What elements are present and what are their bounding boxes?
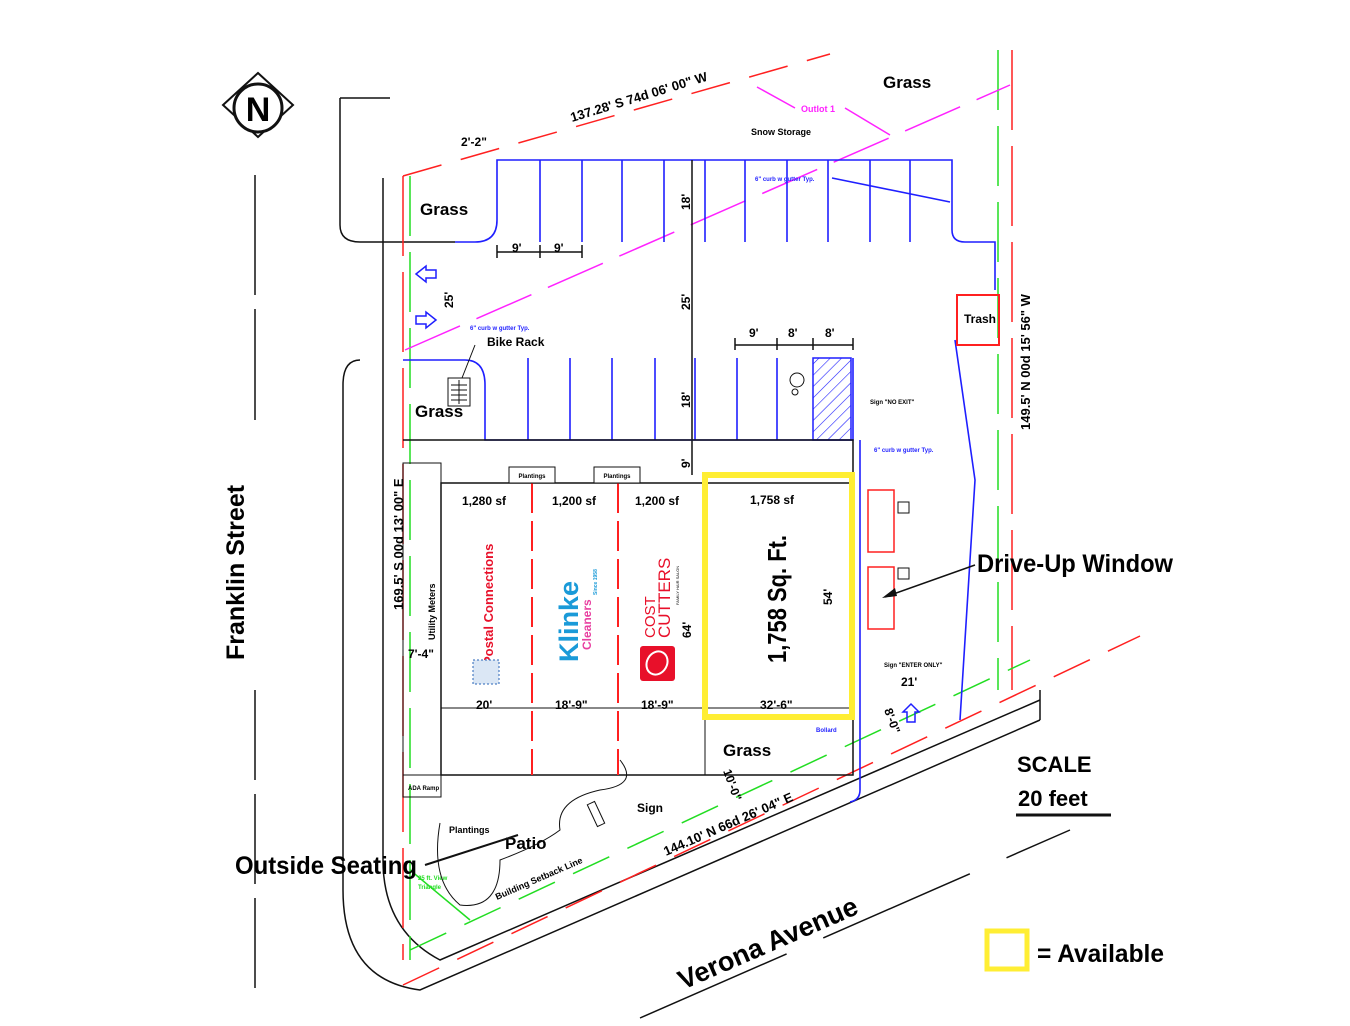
plantings-label-2: Plantings <box>518 474 546 480</box>
dim: 8' <box>825 326 835 340</box>
plantings-label: Plantings <box>449 825 490 835</box>
curb-label-right: 6" curb w gutter Typ. <box>874 448 934 454</box>
unit-2[interactable]: 1,200 sf Klinke Cleaners Since 1958 <box>552 494 599 662</box>
north-label: N <box>246 91 271 129</box>
scale-value: 20 feet <box>1018 786 1088 811</box>
drive-up-window <box>867 489 976 630</box>
tenant-tagline: FAMILY HAIR SALON <box>675 566 680 605</box>
dim: 25' <box>442 292 456 308</box>
street-verona: Verona Avenue <box>673 891 862 996</box>
dimensions: 2'-2" 9' 9' 18' 25' 25' 18' 9' 9' 8' 8' … <box>408 135 917 803</box>
curb-label-left: 6" curb w gutter Typ. <box>470 326 530 332</box>
view-triangle-label-2: Triangle <box>418 885 442 891</box>
grass-nw-label: Grass <box>420 200 468 219</box>
bearing-south: 144.10' N 66d 26' 04" E <box>661 789 795 859</box>
accessible-parking-icon <box>789 372 805 396</box>
parking-north <box>455 159 996 475</box>
grass-s-label: Grass <box>723 741 771 760</box>
dim: 8' <box>788 326 798 340</box>
drive-up-callout: Drive-Up Window <box>977 550 1174 578</box>
street-franklin: Franklin Street <box>222 484 250 660</box>
dim: 21' <box>901 675 917 689</box>
tenant-logo-cutters: CUTTERS <box>655 558 674 638</box>
dim: 54' <box>821 589 835 605</box>
dim: 9' <box>512 241 522 255</box>
dim: 18' <box>679 194 693 210</box>
unit-area: 1,280 sf <box>462 494 507 508</box>
outlot-label: Outlot 1 <box>801 104 835 114</box>
dim: 9' <box>554 241 564 255</box>
plantings-label-3: Plantings <box>603 474 631 480</box>
grass-ne-label: Grass <box>883 73 931 92</box>
dim: 7'-4" <box>408 647 434 661</box>
dim: 10'-0" <box>720 767 744 802</box>
snow-storage-label: Snow Storage <box>751 127 811 137</box>
unit-area: 1,200 sf <box>635 494 680 508</box>
patio-label: Patio <box>505 834 547 853</box>
unit-3[interactable]: 1,200 sf COST CUTTERS FAMILY HAIR SALON <box>635 494 680 681</box>
unit-1[interactable]: 1,280 sf Postal Connections <box>462 494 507 685</box>
dim: 18'-9" <box>555 698 588 712</box>
building <box>402 462 854 906</box>
bearing-east: 149.5' N 00d 15' 56" W <box>1018 293 1033 430</box>
dim: 20' <box>476 698 492 712</box>
street-lines <box>254 97 1071 1019</box>
dim: 18'-9" <box>641 698 674 712</box>
unit-big-label: 1,758 Sq. Ft. <box>762 535 792 663</box>
setback-label: Building Setback Line <box>494 855 584 902</box>
bike-rack-label: Bike Rack <box>487 335 545 349</box>
dim: 25' <box>679 294 693 310</box>
utility-meters-label: Utility Meters <box>427 583 437 640</box>
sign-enter-only-label: Sign "ENTER ONLY" <box>884 663 943 669</box>
tenant-logo-cost: COST <box>642 596 659 638</box>
dim: 18' <box>679 392 693 408</box>
dim: 9' <box>749 326 759 340</box>
view-triangle-label-1: 25 ft. View <box>418 876 448 882</box>
unit-area: 1,758 sf <box>750 493 795 507</box>
direction-arrow-icons[interactable] <box>414 264 921 723</box>
unit-area: 1,200 sf <box>552 494 597 508</box>
tenant-since: Since 1958 <box>593 569 599 595</box>
trash-enclosure <box>956 294 1000 346</box>
sign-label: Sign <box>637 801 663 815</box>
legend-available-swatch <box>984 928 1030 972</box>
legend-available-label: = Available <box>1037 940 1164 968</box>
outside-seating-callout: Outside Seating <box>235 852 417 880</box>
unit-4-available[interactable]: 1,758 sf 1,758 Sq. Ft. <box>702 472 855 720</box>
dim: 64' <box>680 622 694 638</box>
sign-no-exit-label: Sign "NO EXIT" <box>870 400 915 406</box>
dim: 2'-2" <box>461 135 487 149</box>
grass-w-label: Grass <box>415 402 463 421</box>
tenant-logo-postal-connections: Postal Connections <box>481 544 496 665</box>
tenant-logo-cleaners: Cleaners <box>580 599 594 650</box>
dim: 9' <box>679 458 693 468</box>
tenant-logo-klinke: Klinke <box>554 581 584 662</box>
stamp-icon <box>472 659 500 685</box>
north-arrow-icon: N <box>221 71 295 139</box>
bearing-west: 169.5' S 00d 13' 00" E <box>391 478 406 610</box>
bike-rack-icon <box>447 344 476 407</box>
ada-ramp-label: ADA Ramp <box>408 786 439 792</box>
scale-title: SCALE <box>1017 752 1092 777</box>
bearing-north: 137.28' S 74d 06' 00" W <box>568 69 709 125</box>
dim: 32'-6" <box>760 698 793 712</box>
dim: 8'-0" <box>881 706 903 735</box>
no-parking-hatch <box>812 357 852 441</box>
bollard-label: Bollard <box>816 728 837 734</box>
trash-label: Trash <box>964 312 996 326</box>
curb-label-top: 6" curb w gutter Typ. <box>755 177 815 183</box>
